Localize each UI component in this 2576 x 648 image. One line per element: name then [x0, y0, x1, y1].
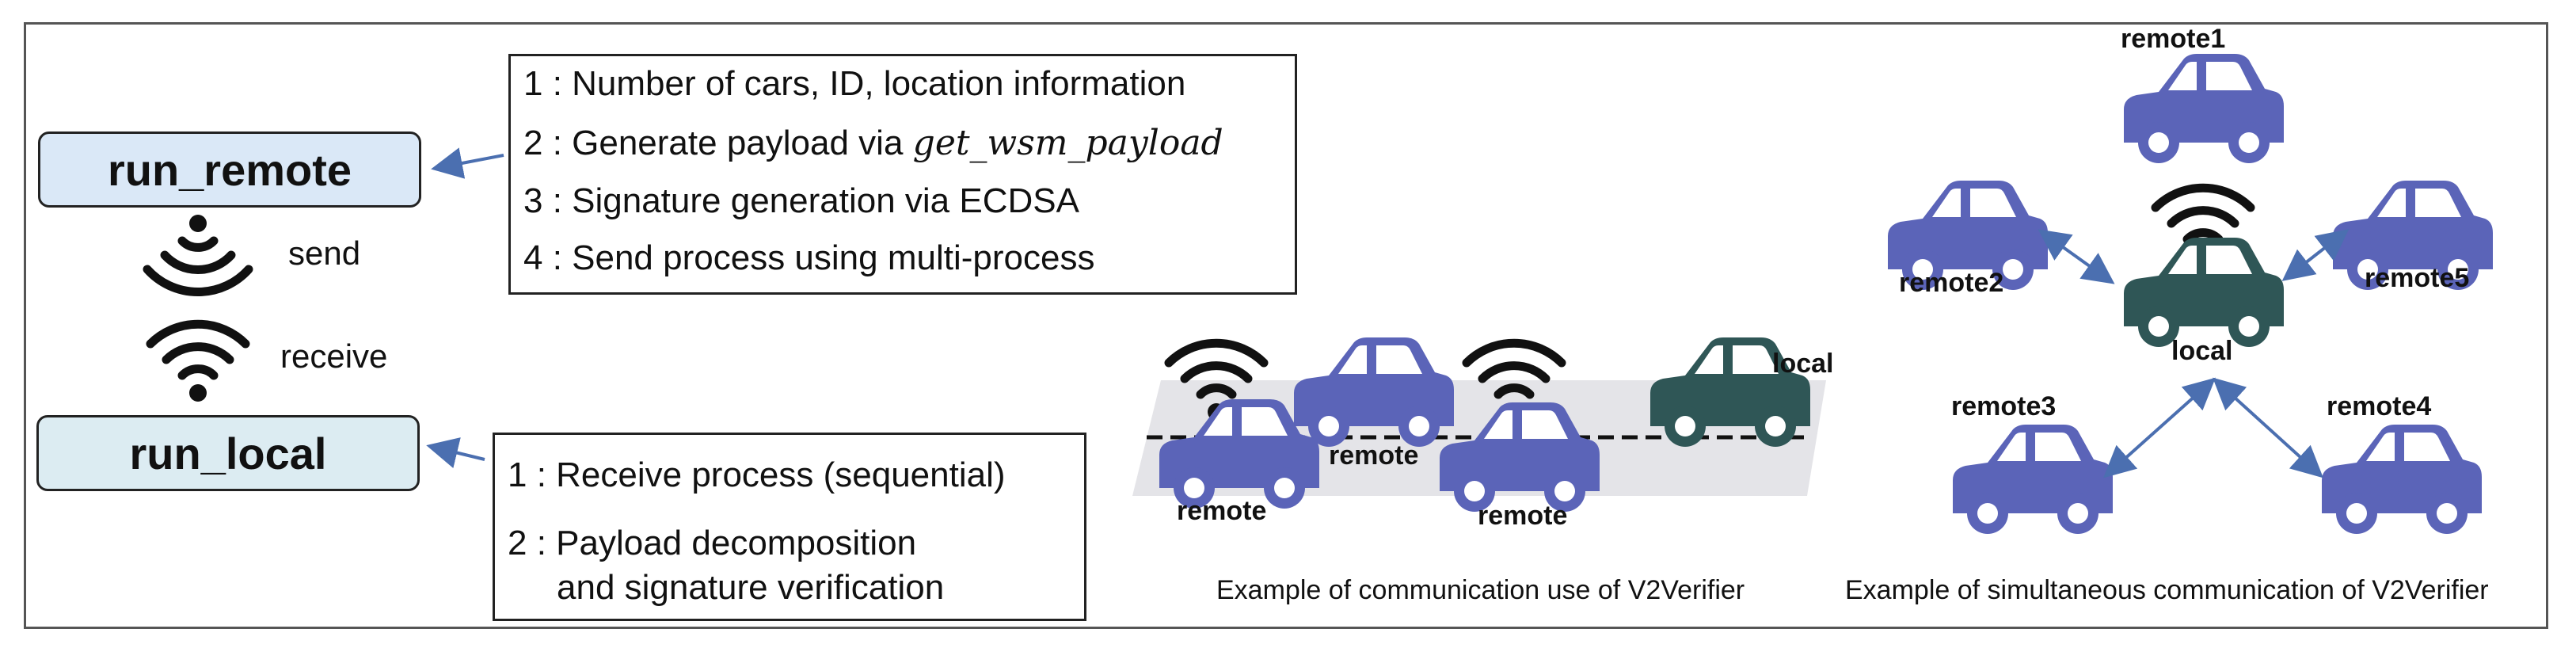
example1-caption: Example of communication use of V2Verifi… [1216, 575, 1745, 605]
wsm-payload-function: get_wsm_payload [912, 123, 1223, 163]
run-remote-box: run_remote [38, 132, 421, 208]
remote-step-3: 3 : Signature generation via ECDSA [523, 181, 1079, 220]
remote1-car-icon [2124, 54, 2284, 163]
remote-car-label: remote [1478, 501, 1568, 531]
figure-frame [24, 22, 2548, 629]
local-steps-box: 1 : Receive process (sequential) 2 : Pay… [493, 433, 1086, 621]
remote3-label: remote3 [1951, 391, 2057, 421]
send-label: send [288, 234, 361, 272]
remote-car-label: remote [1329, 440, 1419, 471]
local-step-2-continued: and signature verification [557, 568, 945, 607]
remote2-label: remote2 [1899, 268, 2004, 298]
run-local-box: run_local [36, 415, 420, 491]
example2-caption: Example of simultaneous communication of… [1845, 575, 2489, 605]
remote-step-1: 1 : Number of cars, ID, location informa… [523, 64, 1186, 103]
remote-step-2: 2 : Generate payload via get_wsm_payload [523, 123, 1223, 163]
remote-car-label: remote [1177, 496, 1267, 526]
remote-step-2-prefix: 2 : Generate payload via [523, 124, 913, 162]
remote4-label: remote4 [2327, 391, 2432, 421]
link-remote3-arrow [2103, 377, 2216, 478]
remote-step-4: 4 : Send process using multi-process [523, 238, 1095, 277]
remote5-label: remote5 [2365, 263, 2470, 293]
run-local-label: run_local [129, 428, 327, 478]
link-remote4-arrow [2213, 377, 2323, 478]
local-step-1: 1 : Receive process (sequential) [508, 456, 1006, 494]
run-remote-label: run_remote [107, 144, 352, 195]
local-steps-arrow [426, 437, 485, 468]
local-car-label: local [1772, 349, 1834, 379]
local-step-2: 2 : Payload decomposition [508, 524, 917, 562]
receive-signal-icon [150, 324, 245, 402]
local-car-icon [2124, 238, 2284, 347]
link-remote5-arrow [2281, 229, 2350, 281]
remote1-label: remote1 [2121, 24, 2226, 54]
link-remote2-arrow [2038, 229, 2115, 284]
receive-label: receive [280, 337, 388, 375]
remote-steps-arrow [431, 147, 504, 179]
send-signal-icon [143, 215, 253, 296]
remote4-car-icon [2322, 425, 2482, 534]
remote-steps-box: 1 : Number of cars, ID, location informa… [508, 54, 1297, 295]
center-local-label: local [2171, 336, 2233, 366]
remote3-car-icon [1953, 425, 2113, 534]
